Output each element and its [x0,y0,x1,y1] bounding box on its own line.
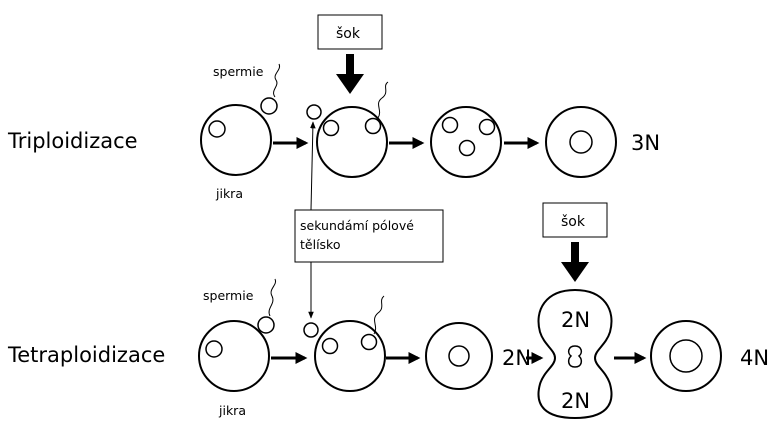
nucleus-triploid-2b [364,117,382,135]
sperm-tail-triploid-2 [377,81,389,119]
sperm-head-tetraploid [257,316,275,334]
shock-label-triploid: šok [336,26,361,42]
sperm-tail-tetraploid [268,278,277,317]
nucleus-tetraploid-2a [321,337,339,355]
egg-cell-tetraploid-1 [198,320,270,392]
egg-nucleus-tetraploid-1 [205,340,223,358]
sperm-tail-tetraploid-2 [373,295,385,335]
result-label-tetraploid: 4N [740,346,769,370]
nucleus-triploid-3c [458,139,476,157]
row-label-triploid: Triploidizace [7,129,138,153]
egg-label-tetraploid: jikra [218,403,246,418]
sperm-head-triploid [260,97,278,115]
row-label-tetraploid: Tetraploidizace [7,343,165,367]
sperm-label-tetraploid: spermie [203,288,254,303]
nucleus-tetraploid-2b [360,333,378,351]
egg-nucleus-triploid-1 [208,120,226,138]
polar-body-triploid [306,104,322,120]
callout-line-1: sekundámí pólové [300,218,414,233]
shock-arrow-tetraploid [561,242,589,282]
polar-body-callout: sekundámí pólové tělísko [294,209,444,263]
egg-label-triploid: jikra [215,186,243,201]
nucleus-triploid-3a [441,116,459,134]
egg-cell-triploid-1 [200,104,272,176]
callout-pointer-up [310,121,316,211]
lobe-top-label-tetraploid: 2N [561,308,590,332]
shock-box-triploid: šok [317,14,383,50]
polar-body-tetraploid [303,322,319,338]
sperm-tail-triploid [273,63,281,98]
nucleus-triploid-2a [322,119,340,137]
dividing-nucleus-tetraploid [567,345,583,368]
nucleus-triploid-3b [478,118,496,136]
sperm-label-triploid: spermie [213,64,264,79]
nucleus-tetraploid-3 [448,345,470,367]
callout-line-2: tělísko [300,237,341,252]
nucleus-tetraploid-4 [669,339,703,373]
lobe-bottom-label-tetraploid: 2N [561,389,590,413]
shock-label-tetraploid: šok [561,214,586,230]
result-label-triploid: 3N [631,131,660,155]
egg-cell-tetraploid-2 [314,320,386,392]
shock-box-tetraploid: šok [542,202,608,238]
nucleus-triploid-4 [569,130,593,154]
shock-arrow-triploid [336,54,364,94]
egg-cell-triploid-2 [316,106,388,178]
